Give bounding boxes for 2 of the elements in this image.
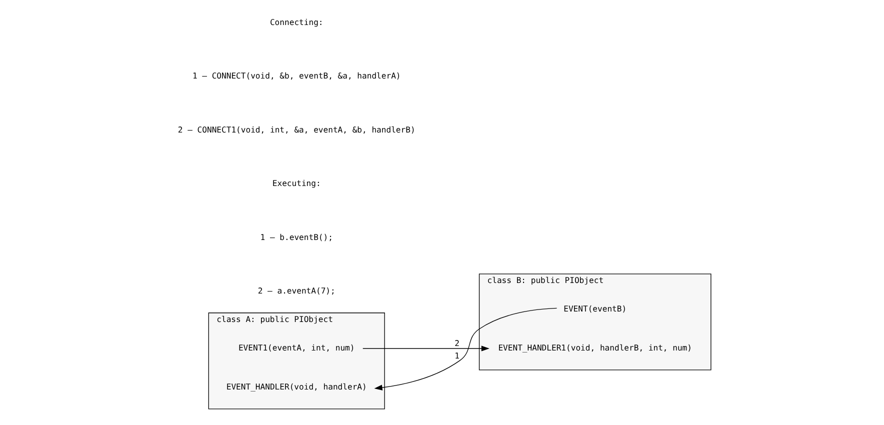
arrow: [374, 308, 558, 390]
arrow: [362, 346, 490, 352]
